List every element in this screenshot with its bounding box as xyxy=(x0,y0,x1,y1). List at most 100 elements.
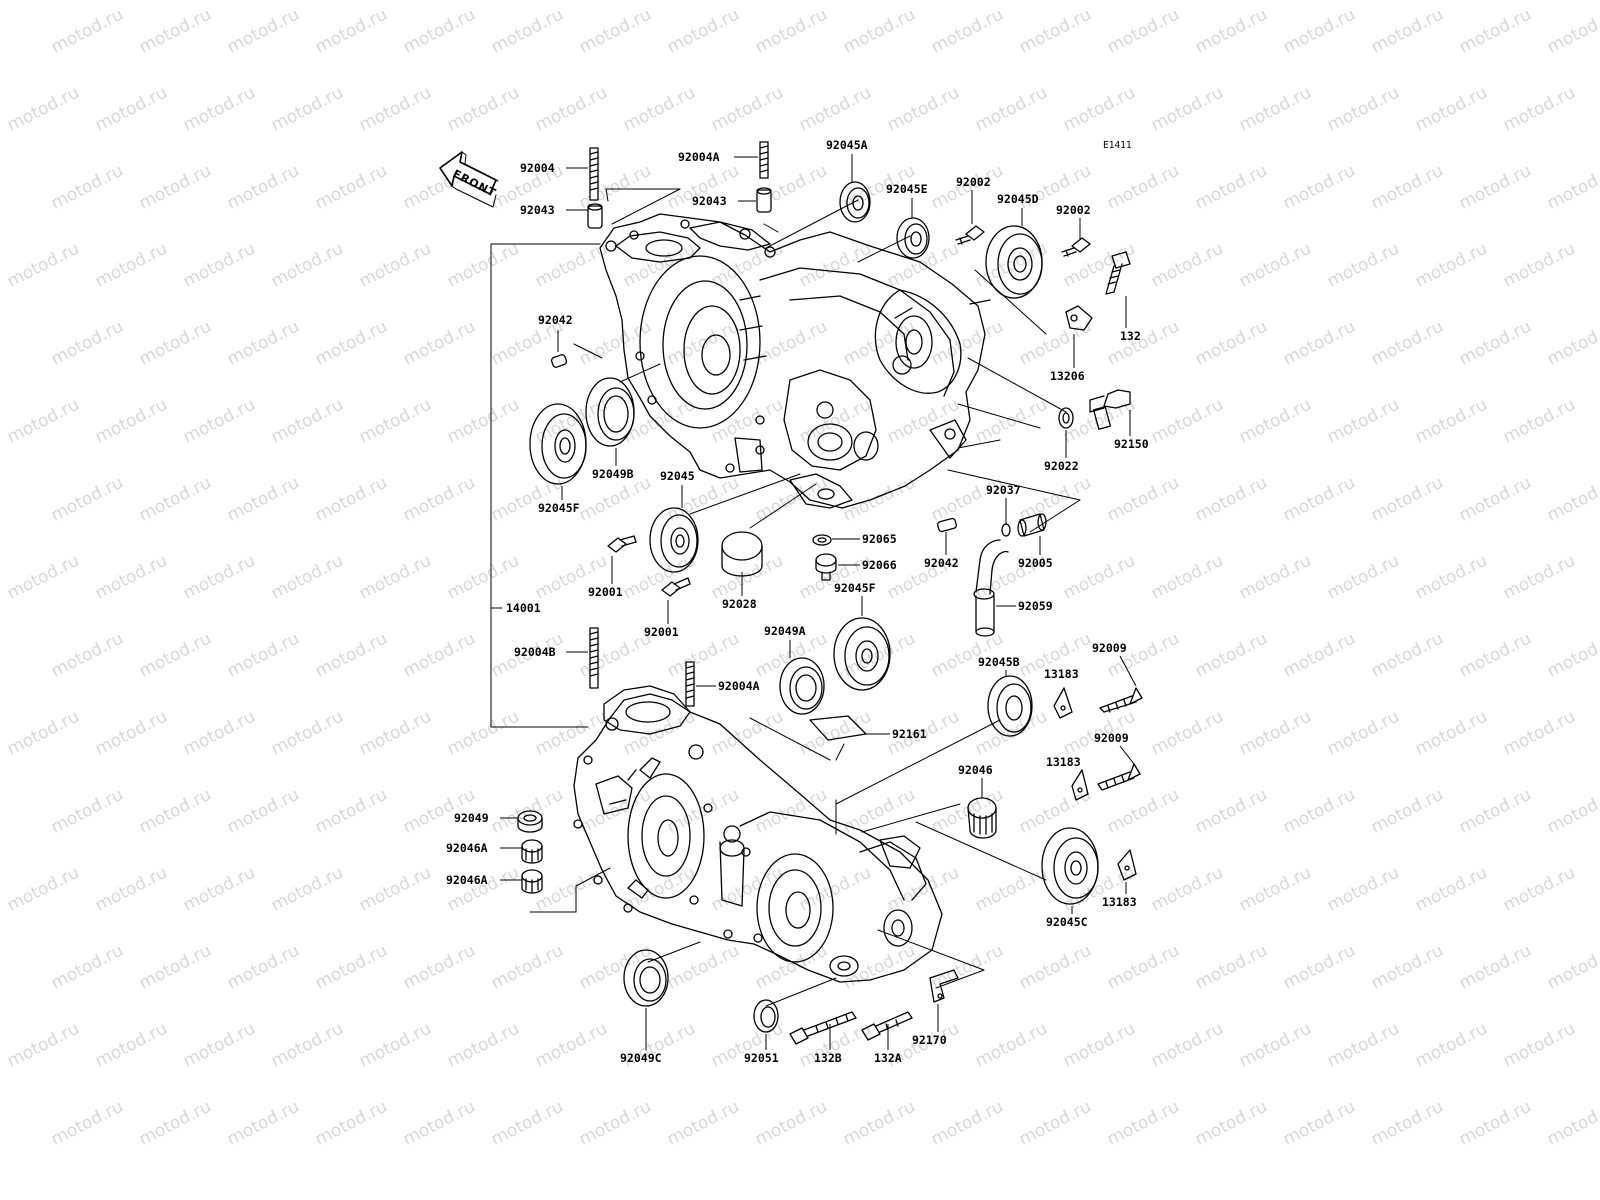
seal-92049A xyxy=(779,657,825,715)
label-92046[interactable]: 92046 xyxy=(958,763,993,777)
seal-92049B xyxy=(585,377,635,447)
label-92045F-a[interactable]: 92045F xyxy=(538,501,580,515)
label-92002-b[interactable]: 92002 xyxy=(1056,203,1091,217)
label-92150[interactable]: 92150 xyxy=(1114,437,1149,451)
label-132[interactable]: 132 xyxy=(1120,329,1141,343)
front-arrow-icon xyxy=(439,151,499,208)
fitting-92005 xyxy=(1017,513,1047,537)
dowel-92043-left xyxy=(587,203,603,229)
needle-bearing-92046A-b xyxy=(521,869,543,894)
label-92049A[interactable]: 92049A xyxy=(764,624,806,638)
label-92065[interactable]: 92065 xyxy=(862,532,897,546)
stud-92004 xyxy=(589,147,599,201)
washer-92022 xyxy=(1058,407,1074,429)
label-132B[interactable]: 132B xyxy=(814,1051,842,1065)
diagram-code: E1411 xyxy=(1103,140,1132,151)
bearing-92045E xyxy=(896,217,930,259)
pin-92042-b xyxy=(937,517,957,533)
label-92161[interactable]: 92161 xyxy=(892,727,927,741)
screw-92009-a xyxy=(1099,687,1143,713)
washer-92065 xyxy=(812,534,832,546)
label-92049C[interactable]: 92049C xyxy=(620,1051,662,1065)
label-13183-c[interactable]: 13183 xyxy=(1102,895,1137,909)
upper-crankcase-half xyxy=(599,213,991,509)
label-14001[interactable]: 14001 xyxy=(506,601,541,615)
label-92045B[interactable]: 92045B xyxy=(978,655,1020,669)
label-92004[interactable]: 92004 xyxy=(520,161,555,175)
part-labels: 92004 92043 92004A 92043 92045A 92045E 9… xyxy=(446,138,1149,1065)
gasket-92161 xyxy=(809,715,867,741)
bolt-132 xyxy=(1105,251,1131,295)
label-92005[interactable]: 92005 xyxy=(1018,556,1053,570)
label-92002-a[interactable]: 92002 xyxy=(956,175,991,189)
bearing-92045D xyxy=(985,225,1043,299)
dowel-92043-top xyxy=(756,187,772,213)
o-ring-92037 xyxy=(1001,523,1011,537)
bolt-132A xyxy=(861,1011,913,1041)
stopper-13183-b xyxy=(1071,769,1089,801)
label-92009-a[interactable]: 92009 xyxy=(1092,641,1127,655)
label-92045E[interactable]: 92045E xyxy=(886,182,928,196)
seal-92051 xyxy=(753,999,779,1033)
label-92042-b[interactable]: 92042 xyxy=(924,556,959,570)
seal-92049C xyxy=(623,949,669,1007)
label-92028[interactable]: 92028 xyxy=(722,597,757,611)
bearing-92045F-upper xyxy=(529,403,587,485)
bracket-13206 xyxy=(1065,305,1093,331)
label-92004A-top[interactable]: 92004A xyxy=(678,150,720,164)
label-92001-a[interactable]: 92001 xyxy=(588,585,623,599)
screw-92009-b xyxy=(1097,763,1141,791)
lower-crankcase-half xyxy=(573,685,943,983)
label-13183-a[interactable]: 13183 xyxy=(1044,667,1079,681)
plug-92150 xyxy=(1089,389,1131,430)
label-92004B[interactable]: 92004B xyxy=(514,645,556,659)
label-92004A-b[interactable]: 92004A xyxy=(718,679,760,693)
label-92043-top[interactable]: 92043 xyxy=(692,194,727,208)
label-92045[interactable]: 92045 xyxy=(660,469,695,483)
label-92043-left[interactable]: 92043 xyxy=(520,203,555,217)
label-92001-b[interactable]: 92001 xyxy=(644,625,679,639)
stud-92004A-bottom xyxy=(685,661,695,707)
bearing-92045C xyxy=(1041,827,1099,905)
label-92170[interactable]: 92170 xyxy=(912,1033,947,1047)
sleeve-92028 xyxy=(721,531,763,577)
pin-92042-a xyxy=(550,354,568,368)
label-13183-b[interactable]: 13183 xyxy=(1046,755,1081,769)
label-92022[interactable]: 92022 xyxy=(1044,459,1079,473)
label-92037[interactable]: 92037 xyxy=(986,483,1021,497)
seal-92049 xyxy=(517,810,543,833)
label-group-lower: 14001 92004B 92049A 92004A 92045B 13183 … xyxy=(446,601,1137,1065)
needle-bearing-92046A-a xyxy=(521,839,543,864)
label-92049[interactable]: 92049 xyxy=(454,811,489,825)
stopper-13183-a xyxy=(1053,687,1073,719)
label-group-upper: 92004 92043 92004A 92043 92045A 92045E 9… xyxy=(520,138,1149,639)
bearing-92045F-lower xyxy=(833,617,891,691)
label-92046A-b[interactable]: 92046A xyxy=(446,873,488,887)
bearing-92045B xyxy=(987,675,1033,737)
clamp-92170 xyxy=(929,969,959,1003)
needle-bearing-92046 xyxy=(967,797,997,839)
bolt-92001-a xyxy=(607,535,637,553)
label-92051[interactable]: 92051 xyxy=(744,1051,779,1065)
label-92009-b[interactable]: 92009 xyxy=(1094,731,1129,745)
label-92045F-b[interactable]: 92045F xyxy=(834,581,876,595)
label-13206[interactable]: 13206 xyxy=(1050,369,1085,383)
label-92066[interactable]: 92066 xyxy=(862,558,897,572)
drain-plug-92066 xyxy=(815,553,837,581)
label-92049B[interactable]: 92049B xyxy=(592,467,634,481)
label-132A[interactable]: 132A xyxy=(874,1051,902,1065)
screw-92002-b xyxy=(1061,237,1091,257)
bearing-92045 xyxy=(649,507,699,573)
label-92059[interactable]: 92059 xyxy=(1018,599,1053,613)
label-92046A-a[interactable]: 92046A xyxy=(446,841,488,855)
stud-92004A-top xyxy=(759,141,769,179)
label-92042-a[interactable]: 92042 xyxy=(538,313,573,327)
hose-92059 xyxy=(973,539,1009,637)
bearing-92045A xyxy=(839,181,871,223)
label-92045C[interactable]: 92045C xyxy=(1046,915,1088,929)
label-92045A[interactable]: 92045A xyxy=(826,138,868,152)
label-92045D[interactable]: 92045D xyxy=(997,192,1039,206)
stud-92004B xyxy=(589,627,599,689)
